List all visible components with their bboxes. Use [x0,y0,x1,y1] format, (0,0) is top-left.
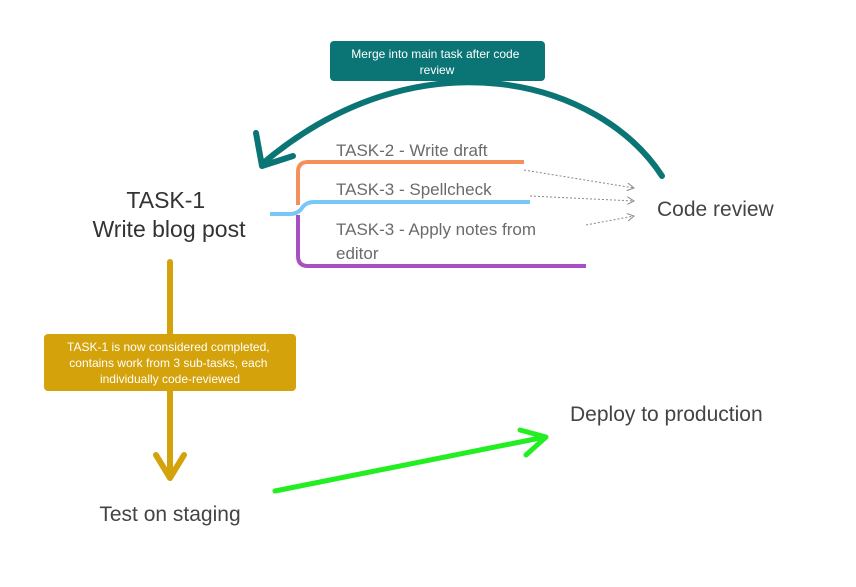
completed-callout-line1: TASK-1 is now considered completed, [67,340,270,354]
completed-callout-line2: contains work from 3 sub-tasks, each [69,356,267,370]
merge-arrowhead-icon [253,130,296,169]
main-task-id: TASK-1 [126,187,205,213]
branch-line-task-3-spellcheck [270,200,530,216]
main-task-title: Write blog post [93,216,247,242]
deploy-arrowhead-icon [517,427,549,458]
code-review-node: Code review [657,198,775,221]
review-dotted-arrow [585,216,634,226]
svg-text:TASK-1 is now considered compl: TASK-1 is now considered completed, cont… [67,340,273,386]
merge-callout [330,41,545,81]
deploy-node: Deploy to production [570,403,763,426]
merge-callout-line2: review [420,63,455,77]
branch-line-task-2 [296,160,524,205]
branch-line-task-3-apply [296,215,586,268]
sub-task-label: TASK-3 - Spellcheck [336,180,492,199]
sub-task-label: TASK-2 - Write draft [336,141,488,160]
review-dotted-arrow [523,169,634,188]
sub-task-label: TASK-3 - Apply notes from [336,220,536,239]
completed-arrowhead-icon [153,452,187,481]
svg-text:Merge into main task after cod: Merge into main task after code review [351,47,522,77]
deploy-arrow [272,435,543,494]
review-dotted-arrow [529,195,634,201]
svg-text:TASK-1 Write blog post: TASK-1 Write blog post [93,187,247,242]
completed-callout [44,334,296,391]
sub-task-label-cont: editor [336,244,379,263]
completed-callout-line3: individually code-reviewed [100,372,240,386]
merge-arrow [259,79,665,179]
test-staging-node: Test on staging [99,503,240,526]
merge-callout-line1: Merge into main task after code [351,47,519,61]
svg-text:TASK-3 - Apply notes from: TASK-3 - Apply notes from editor [336,220,541,263]
